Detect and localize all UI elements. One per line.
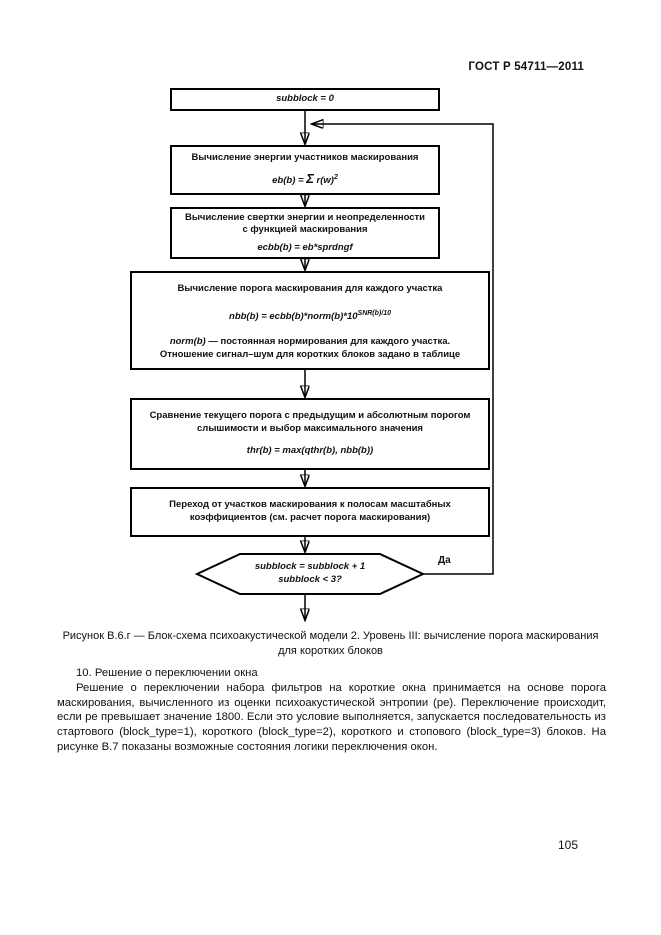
- sigma-symbol: Σ: [306, 171, 314, 186]
- section-heading: 10. Решение о переключении окна: [76, 667, 258, 679]
- flowchart-box-energy: Вычисление энергии участников маскирован…: [170, 145, 440, 195]
- page-number: 105: [558, 838, 579, 852]
- convolution-formula: ecbb(b) = eb*sprdngf: [257, 241, 353, 253]
- threshold-description: Вычисление порога маскирования для каждо…: [177, 283, 443, 294]
- energy-formula: eb(b) = Σ r(w)2: [272, 171, 338, 186]
- flowchart-box-mapping: Переход от участков маскирования к полос…: [130, 487, 490, 537]
- mapping-description-line1: Переход от участков маскирования к полос…: [169, 499, 451, 511]
- decision-line2: subblock < 3?: [278, 574, 342, 585]
- flowchart-box-convolution: Вычисление свертки энергии и неопределен…: [170, 207, 440, 259]
- threshold-note1: norm(b) — постоянная нормирования для ка…: [169, 336, 451, 348]
- figure-caption-line1: Рисунок В.6.г — Блок-схема психоакустиче…: [62, 630, 599, 642]
- init-formula: subblock = 0: [276, 93, 334, 105]
- section-paragraph: Решение о переключении набора фильтров н…: [57, 681, 606, 753]
- compare-formula: thr(b) = max(qthr(b), nbb(b)): [246, 445, 374, 457]
- compare-description-line2: слышимости и выбор максимального значени…: [197, 422, 423, 434]
- compare-description-line1: Сравнение текущего порога с предыдущим и…: [149, 410, 471, 422]
- decision-line1: subblock = subblock + 1: [254, 561, 366, 573]
- mapping-description-line2: коэффициентов (см. расчет порога маскиро…: [189, 512, 431, 523]
- flowchart-box-init: subblock = 0: [170, 88, 440, 111]
- flowchart-box-threshold: Вычисление порога маскирования для каждо…: [130, 271, 490, 370]
- figure-caption-line2: для коротких блоков: [278, 645, 383, 658]
- body-text: 10. Решение о переключении окна Решение …: [57, 666, 606, 755]
- convolution-description-line2: с функцией маскирования: [242, 224, 368, 236]
- decision-text: subblock = subblock + 1 subblock < 3?: [199, 556, 421, 592]
- flowchart-box-compare: Сравнение текущего порога с предыдущим и…: [130, 398, 490, 470]
- decision-yes-label: Да: [438, 555, 451, 566]
- energy-description: Вычисление энергии участников маскирован…: [191, 152, 419, 164]
- document-header-title: ГОСТ Р 54711—2011: [468, 61, 584, 73]
- threshold-formula: nbb(b) = ecbb(b)*norm(b)*10SNR(b)/10: [229, 309, 391, 322]
- figure-caption: Рисунок В.6.г — Блок-схема психоакустиче…: [0, 629, 661, 659]
- threshold-note2: Отношение сигнал–шум для коротких блоков…: [159, 348, 461, 360]
- convolution-description-line1: Вычисление свертки энергии и неопределен…: [184, 211, 426, 223]
